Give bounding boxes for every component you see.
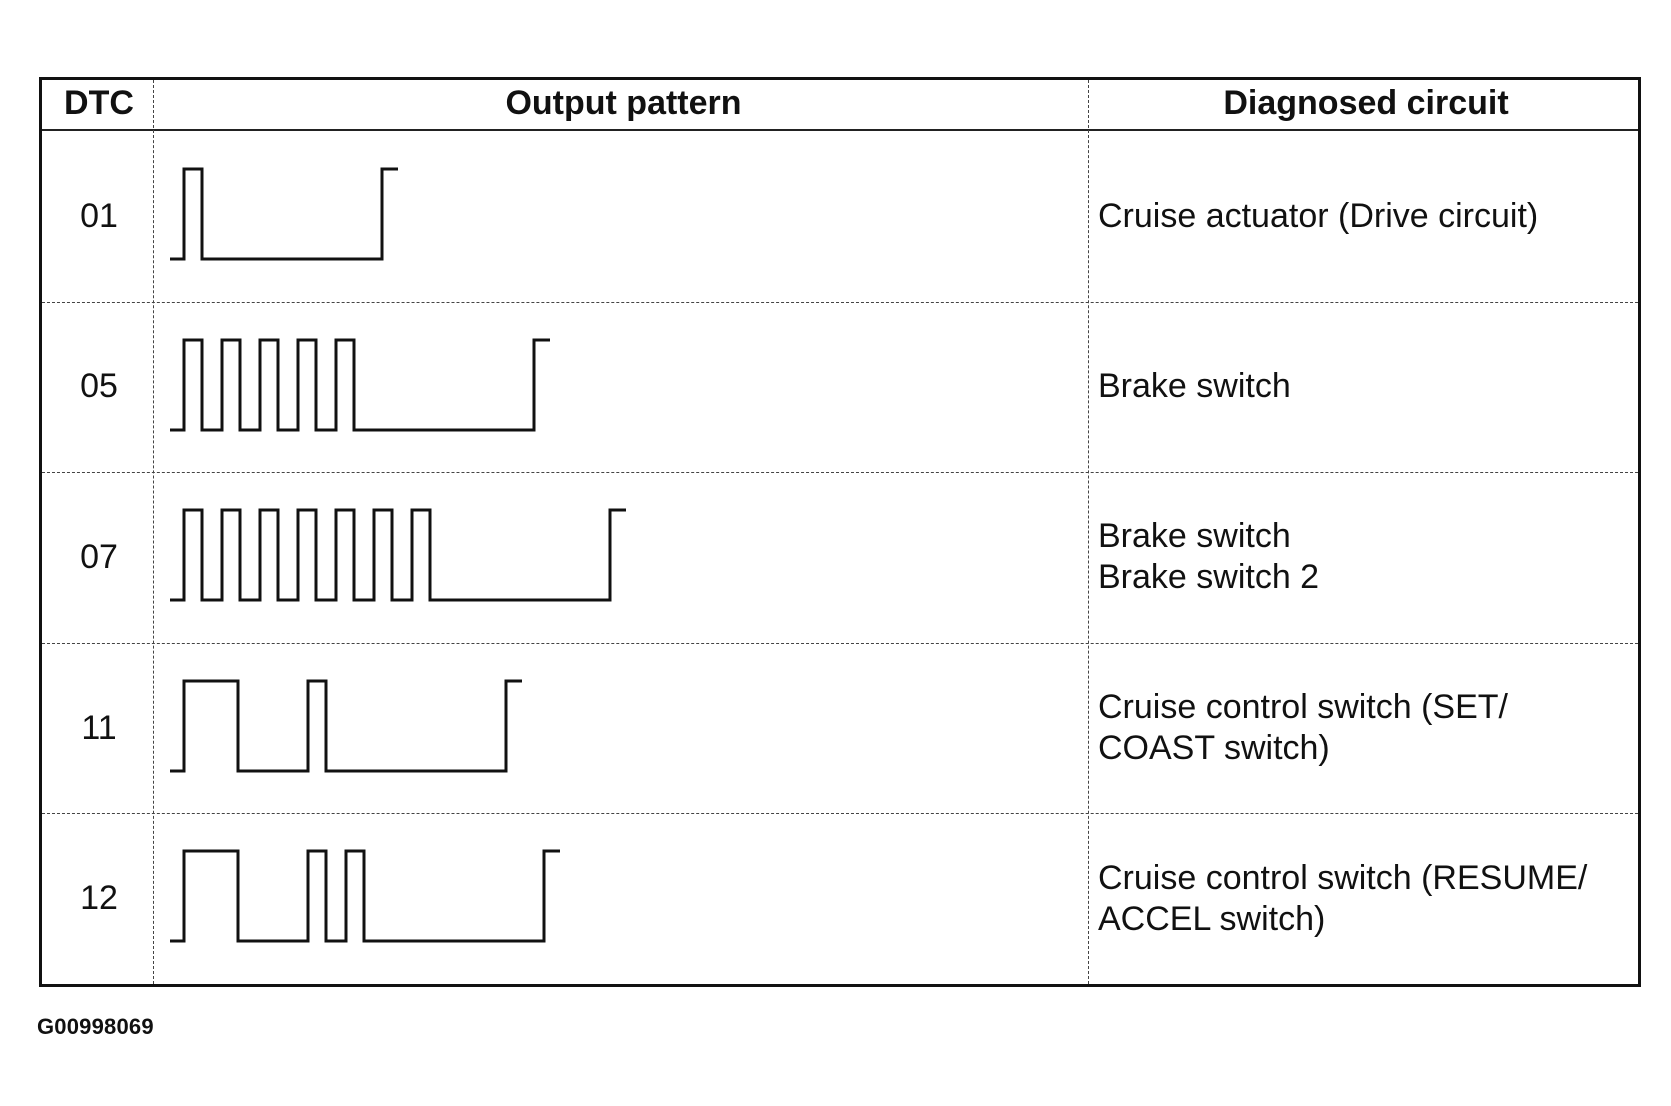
output-pattern-cell [156,472,1088,643]
diagnosed-circuit-cell: Brake switch [1098,302,1638,473]
waveform-diagram [170,167,398,261]
diagnosed-circuit-cell: Cruise control switch (RESUME/ACCEL swit… [1098,813,1638,984]
diagnosed-circuit-text: Brake switch [1098,367,1291,406]
waveform-diagram [170,679,522,773]
diagnosed-circuit-cell: Cruise actuator (Drive circuit) [1098,131,1638,302]
header-dtc: DTC [64,84,134,122]
table-row: 01 Cruise actuator (Drive circuit) [42,131,1638,302]
dtc-code: 07 [80,537,118,576]
row-divider [42,301,1638,303]
column-divider-dtc [153,80,154,984]
dtc-code: 12 [80,879,118,918]
dtc-code: 05 [80,367,118,406]
column-divider-pattern [1088,80,1089,984]
dtc-code: 01 [80,196,118,235]
output-pattern-cell [156,643,1088,814]
header-output-pattern: Output pattern [505,84,742,122]
table-row: 11 Cruise control switch (SET/COAST switc… [42,643,1638,814]
pulse-waveform [170,679,522,773]
table-row: 12 Cruise control switch (RESUME/ACCEL sw… [42,813,1638,984]
diagnosed-circuit-text: Cruise actuator (Drive circuit) [1098,196,1539,235]
header-diagnosed-circuit: Diagnosed circuit [1223,84,1509,122]
pulse-waveform [170,508,626,602]
pulse-waveform [170,338,550,432]
row-divider [42,813,1638,815]
pulse-waveform [170,849,560,943]
output-pattern-cell [156,813,1088,984]
row-divider [42,472,1638,474]
waveform-diagram [170,338,550,432]
diagnosed-circuit-text: Cruise control switch (SET/ [1098,688,1508,727]
output-pattern-cell [156,302,1088,473]
figure-id: G00998069 [37,1014,154,1039]
waveform-diagram [170,508,626,602]
pulse-waveform [170,167,398,261]
diagnosed-circuit-text: ACCEL switch) [1098,899,1326,938]
table-row: 05 Brake switch [42,302,1638,473]
diagnosed-circuit-text: COAST switch) [1098,729,1330,768]
waveform-diagram [170,849,560,943]
output-pattern-cell [156,131,1088,302]
row-divider [42,642,1638,644]
table-header-row: DTC Output pattern Diagnosed circuit [42,80,1638,131]
diagnosed-circuit-text: Cruise control switch (RESUME/ [1098,858,1588,897]
dtc-code: 11 [81,708,117,747]
diagnosed-circuit-text: Brake switch [1098,517,1291,556]
diagnosed-circuit-text: Brake switch 2 [1098,558,1320,597]
diagnosed-circuit-cell: Cruise control switch (SET/COAST switch) [1098,643,1638,814]
